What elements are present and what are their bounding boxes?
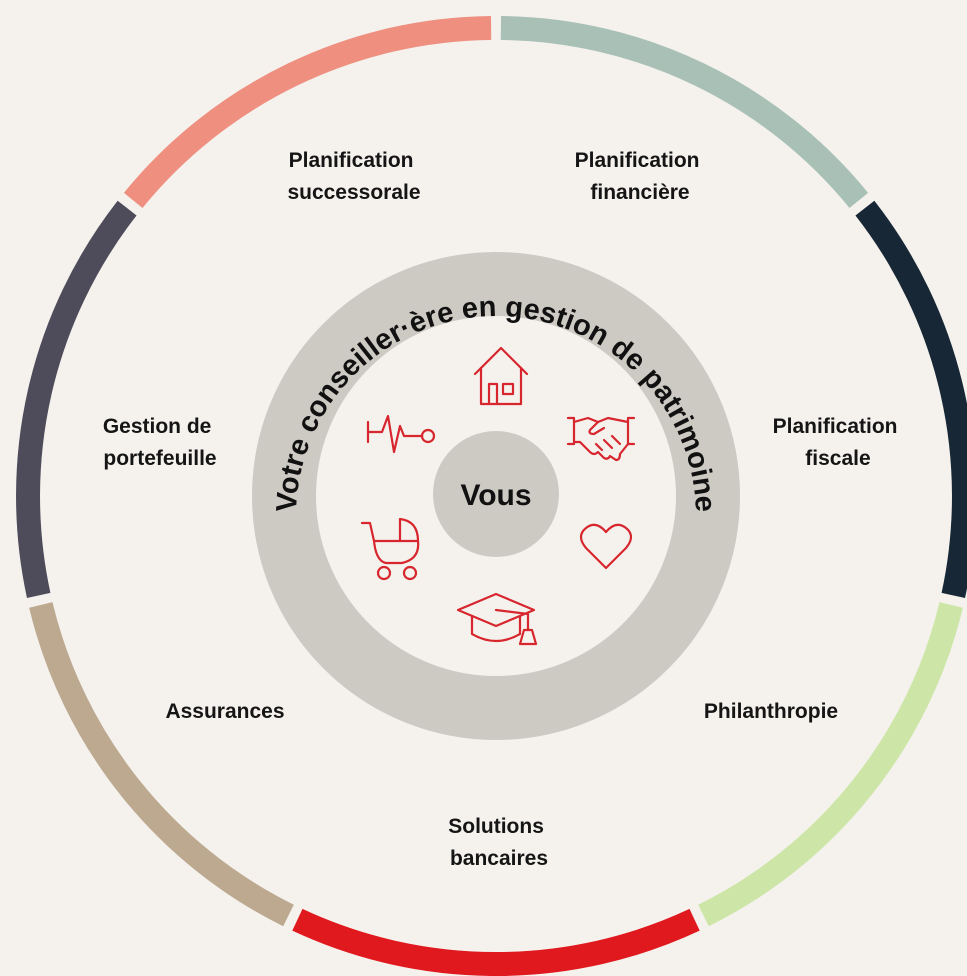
label-planification-financiere: Planification financière — [575, 149, 706, 204]
center-label: Vous — [460, 479, 531, 512]
arc-solutions-bancaires — [292, 908, 700, 976]
handshake-icon — [566, 416, 636, 462]
arc-philanthropie — [698, 602, 963, 927]
label-solutions-bancaires: Solutions bancaires — [448, 815, 550, 870]
arc-assurances — [29, 602, 294, 927]
arc-planification-financiere — [500, 16, 869, 208]
label-assurances: Assurances — [165, 700, 284, 723]
heart-icon — [579, 523, 633, 570]
advisor-ring — [252, 252, 740, 740]
center-disc — [433, 431, 559, 557]
stroller-icon — [360, 517, 420, 581]
house-icon — [473, 346, 529, 406]
label-planification-fiscale: Planification fiscale — [773, 415, 904, 470]
label-philanthropie: Philanthropie — [704, 700, 838, 723]
graduation-cap-icon — [456, 592, 538, 646]
outer-ring — [16, 16, 967, 976]
arc-planification-successorale — [123, 16, 492, 208]
arc-gestion-de-portefeuille — [16, 200, 137, 598]
label-gestion-de-portefeuille: Gestion de portefeuille — [103, 415, 217, 470]
arc-planification-fiscale — [855, 200, 967, 598]
label-planification-successorale: Planification successorale — [287, 149, 420, 204]
segment-labels: Planification financière Planification f… — [103, 149, 904, 870]
heartbeat-icon — [366, 414, 436, 454]
